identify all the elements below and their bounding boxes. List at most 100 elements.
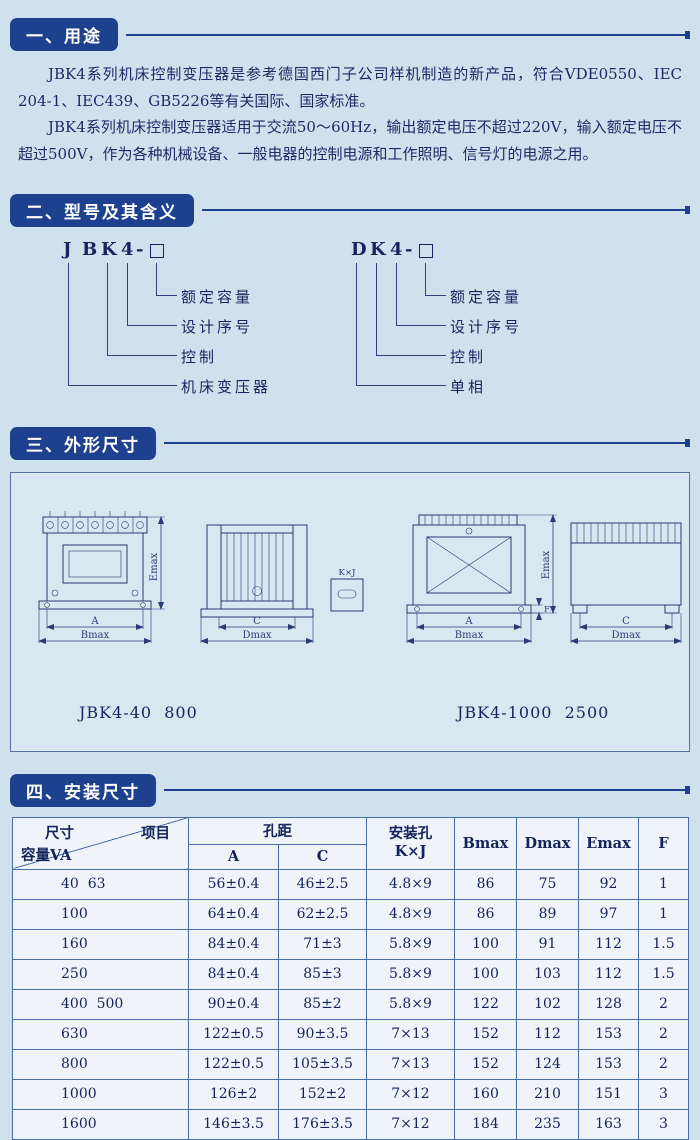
dim-label-a: A [90,616,99,627]
dim-label-bmax: Bmax [455,630,484,641]
drawing-side-large: C Dmax [570,522,682,644]
dimension-cell: 3 [638,1078,689,1110]
dimension-cell: 85±3 [278,958,367,990]
capacity-cell: 40 63 [12,868,189,900]
section-badge-install: 四、安装尺寸 [10,773,156,807]
model-letter: - [405,238,413,260]
dimension-cell: 153 [578,1048,639,1080]
drawing-caption-left: JBK4-40 800 [79,702,198,722]
dimension-cell: 152 [454,1018,517,1050]
dimension-cell: 5.8×9 [366,928,455,960]
capacity-cell: 1600 [12,1108,189,1140]
dimension-cell: 100 [454,928,517,960]
drawing-caption-right: JBK4-1000 2500 [457,702,610,722]
dimension-cell: 7×12 [366,1078,455,1110]
corner-item-label: 项目 [141,824,170,842]
dimension-cell: 122±0.5 [188,1048,279,1080]
dimension-cell: 4.8×9 [366,868,455,900]
capacity-cell: 1000 [12,1078,189,1110]
dimension-cell: 86 [454,898,517,930]
dim-label-dmax: Dmax [242,630,271,641]
header-bmax: Bmax [454,816,517,870]
outline-drawings: A Bmax Emax C Dmax [38,510,682,644]
dimension-cell: 105±3.5 [278,1048,367,1080]
dimension-cell: 90±0.4 [188,988,279,1020]
dimension-cell: 3 [638,1108,689,1140]
dimension-cell: 235 [516,1108,579,1140]
dimension-cell: 84±0.4 [188,928,279,960]
connector-line [425,262,446,296]
dimension-cell: 1 [638,868,689,900]
model-label-control: 控制 [450,347,487,366]
connector-line [396,262,446,326]
dimension-cell: 146±3.5 [188,1108,279,1140]
dimension-cell: 100 [454,958,517,990]
dim-label-emax: Emax [541,550,552,579]
usage-paragraph-2: JBK4系列机床控制变压器适用于交流50～60Hz，输出额定电压不超过220V，… [18,118,682,164]
section-badge-outline: 三、外形尺寸 [10,426,156,460]
dimension-cell: 124 [516,1048,579,1080]
dimension-cell: 1 [638,898,689,930]
model-letter: K [370,238,386,260]
dim-label-c: C [622,616,630,627]
connector-line [107,262,177,356]
header-col-a: A [188,843,279,870]
dimension-cell: 160 [454,1078,517,1110]
header-col-c: C [278,843,367,870]
dimension-cell: 2 [638,1018,689,1050]
dimension-cell: 2 [638,988,689,1020]
section-badge-model: 二、型号及其含义 [10,193,194,227]
dimension-cell: 91 [516,928,579,960]
dim-label-a: A [464,616,473,627]
dimension-cell: 1.5 [638,928,689,960]
section-rule [164,786,690,795]
model-letter: 4 [390,238,403,260]
dimension-cell: 112 [516,1018,579,1050]
dimension-cell: 151 [578,1078,639,1110]
capacity-cell: 400 500 [12,988,189,1020]
table-corner-cell: 尺寸 项目 容量VA [12,816,189,870]
usage-paragraph-1: JBK4系列机床控制变压器是参考德国西门子公司样机制造的新产品，符合VDE055… [18,65,682,110]
connector-line [356,262,446,386]
header-f: F [638,816,689,870]
model-diagrams: J B K 4 - 额定容量 设计序号 控制 机床变压器 D K 4 - [55,239,700,405]
outline-drawings-panel: A Bmax Emax C Dmax [10,471,690,752]
model-letter: D [351,238,367,260]
model-label-machine-tool: 机床变压器 [181,377,272,396]
section-header-model: 二、型号及其含义 [10,193,690,227]
model-letter: J [63,238,72,260]
dimension-cell: 75 [516,868,579,900]
dimension-cell: 4.8×9 [366,898,455,930]
model-label-control: 控制 [181,347,218,366]
dim-label-bmax: Bmax [81,630,110,641]
dimension-cell: 7×13 [366,1048,455,1080]
dimension-cell: 7×13 [366,1018,455,1050]
section-rule [202,206,690,215]
section-badge-usage: 一、用途 [10,18,118,51]
corner-capacity-label: 容量VA [21,846,72,864]
dimension-cell: 71±3 [278,928,367,960]
dimension-cell: 7×12 [366,1108,455,1140]
dimension-cell: 90±3.5 [278,1018,367,1050]
capacity-cell: 160 [12,928,189,960]
dimension-cell: 5.8×9 [366,958,455,990]
model-label-design-number: 设计序号 [450,317,523,336]
dimension-cell: 97 [578,898,639,930]
model-letter: 4 [121,238,134,260]
dimension-cell: 163 [578,1108,639,1140]
dim-label-kj: K×J [339,568,356,578]
dimension-cell: 184 [454,1108,517,1140]
dim-label-c: C [253,616,261,627]
dimension-cell: 112 [578,958,639,990]
dimension-cell: 210 [516,1078,579,1110]
model-diagram-jbk4: J B K 4 - 额定容量 设计序号 控制 机床变压器 [55,239,283,405]
connector-line [156,262,177,296]
